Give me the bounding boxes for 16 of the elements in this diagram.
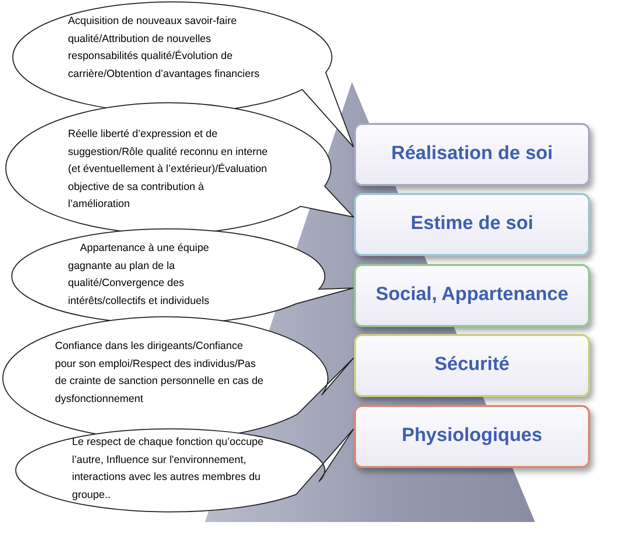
bubble-text: Réelle liberté d’expression et de suggestion/Rôle qualité reconnu en interne (et éventuellement à l’extérieur)/Évaluation objective de sa contribution à l’amélioration [68, 127, 268, 212]
level-label: Physiologiques [402, 424, 542, 448]
level-label: Social, Appartenance [376, 283, 568, 308]
level-label: Estime de soi [410, 212, 534, 236]
level-box [354, 193, 590, 256]
level-box [354, 334, 590, 397]
level-box [354, 264, 590, 327]
level-box [354, 123, 590, 186]
level-label: Réalisation de soi [391, 142, 553, 166]
bubble-text: Confiance dans les dirigeants/Confiance pour son emploi/Respect des individus/Pas de crainte de sanction personnelle en cas de dysfonctionnement [55, 339, 264, 406]
speech-bubble [15, 428, 354, 513]
bubble-text: Appartenance à une équipe gagnante au plan de la qualité/Convergence des intérêts/collectifs et individuels [68, 241, 210, 308]
level-box [354, 405, 590, 468]
level-label: Sécurité [434, 353, 510, 378]
bubble-text: Le respect de chaque fonction qu’occupe l’autre, Influence sur l'environnement, interactions avec les autres membres du groupe.. [72, 435, 264, 502]
bubble-text: Acquisition de nouveaux savoir-faire qualité/Attribution de nouvelles responsabilités qualité/Évolution de carrière/Obtention d’avantages financiers [68, 14, 260, 82]
